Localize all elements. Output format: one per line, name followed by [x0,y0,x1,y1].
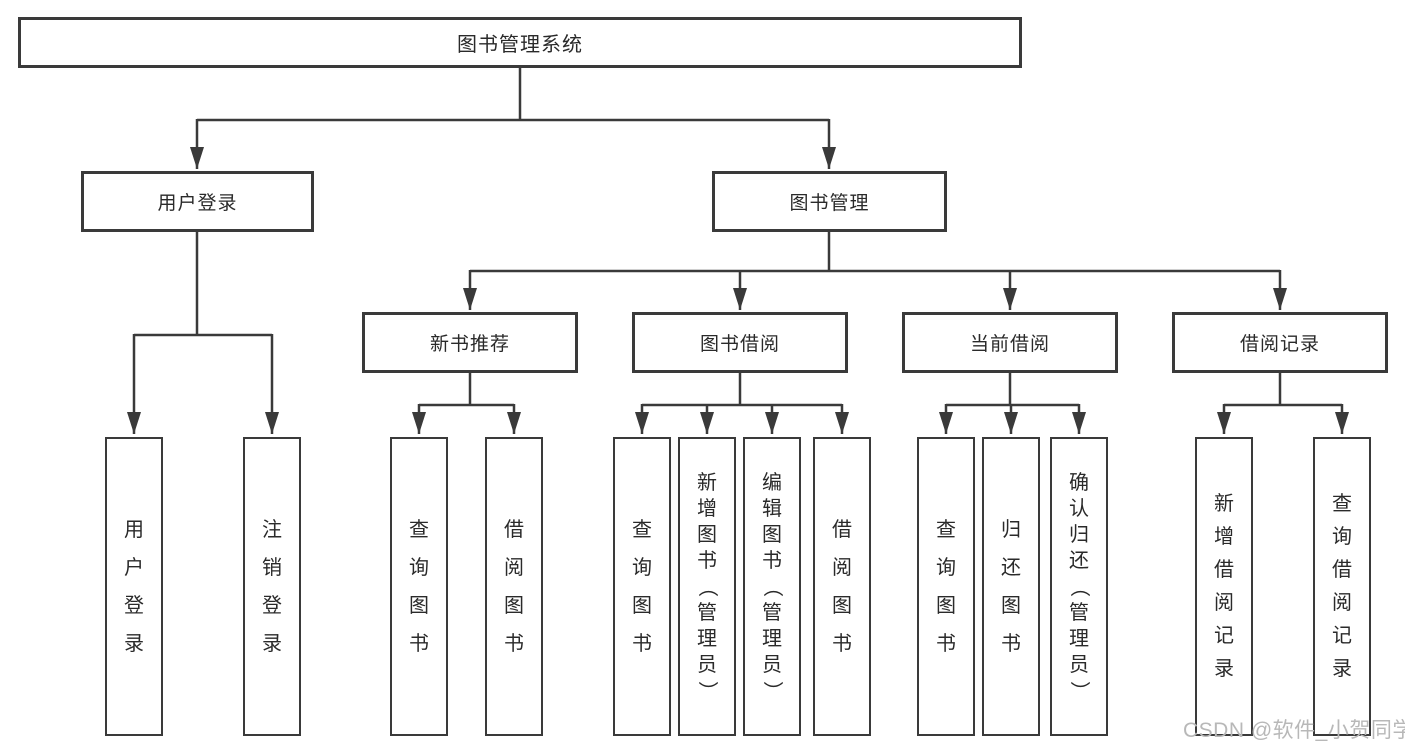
leaf-char: 查 [936,518,956,541]
leaf-char: 查 [409,518,429,541]
leaf-char: 确 [1069,471,1089,494]
leaf-char: 录 [1332,658,1352,680]
leaf-char: 记 [1332,625,1352,647]
leaf-char: 录 [262,632,282,655]
leaf-char: 管 [762,601,782,624]
leaf-char: 新 [697,471,717,494]
leaf-char: 书 [1001,632,1021,655]
leaf-char: 图 [762,523,782,546]
leaf-char: 管 [697,601,717,624]
leaf-confirm-return: 确认归还 （ 管理员 ） [1050,437,1108,736]
leaf-char: 编 [762,471,782,494]
leaf-char: 书 [697,549,717,572]
leaf-char: 理 [1069,627,1089,650]
leaf-query-book-2: 查询图书 [613,437,671,736]
leaf-char: 员 [762,653,782,676]
leaf-char: 图 [832,594,852,617]
leaf-char: 员 [697,653,717,676]
leaf-char: 查 [632,518,652,541]
leaf-char: 图 [697,523,717,546]
leaf-add-book-admin: 新增图书 （ 管理员 ） [678,437,736,736]
leaf-char: 询 [632,556,652,579]
leaf-char: （ [1068,576,1090,597]
leaf-char: 归 [1001,518,1021,541]
node-current-borrow: 当前借阅 [902,312,1118,373]
leaf-char: 查 [1332,493,1352,515]
node-root-system: 图书管理系统 [18,17,1022,68]
leaf-char: 询 [1332,526,1352,548]
leaf-char: 还 [1001,556,1021,579]
leaf-char: 管 [1069,601,1089,624]
leaf-char: 书 [936,632,956,655]
leaf-borrow-book-2: 借阅图书 [813,437,871,736]
leaf-char: 图 [936,594,956,617]
leaf-query-book-1: 查询图书 [390,437,448,736]
node-book-borrow: 图书借阅 [632,312,848,373]
leaf-char: 员 [1069,653,1089,676]
leaf-char: （ [696,576,718,597]
leaf-char: 询 [936,556,956,579]
leaf-char: 图 [409,594,429,617]
leaf-char: 询 [409,556,429,579]
leaf-char: 录 [1214,658,1234,680]
leaf-char: 阅 [504,556,524,579]
leaf-char: 理 [697,627,717,650]
leaf-char: 新 [1214,493,1234,515]
leaf-edit-book-admin: 编辑图书 （ 管理员 ） [743,437,801,736]
leaf-char: 借 [1332,559,1352,581]
leaf-char: 理 [762,627,782,650]
leaf-char: 书 [762,549,782,572]
leaf-user-login: 用户登录 [105,437,163,736]
csdn-watermark: CSDN @软件_小贺同学 [1183,719,1405,742]
leaf-char: 图 [504,594,524,617]
leaf-char: 注 [262,518,282,541]
leaf-char: （ [761,576,783,597]
leaf-char: 书 [832,632,852,655]
leaf-query-borrow-record: 查询借阅记录 [1313,437,1371,736]
leaf-char: 还 [1069,549,1089,572]
leaf-char: 借 [832,518,852,541]
leaf-char: 增 [1214,526,1234,548]
node-book-manage: 图书管理 [712,171,947,232]
leaf-char: 阅 [832,556,852,579]
node-borrow-records: 借阅记录 [1172,312,1388,373]
leaf-add-borrow-record: 新增借阅记录 [1195,437,1253,736]
leaf-char: 录 [124,632,144,655]
leaf-char: 登 [124,594,144,617]
leaf-char: 户 [124,556,144,579]
leaf-char: 登 [262,594,282,617]
leaf-char: 图 [1001,594,1021,617]
node-user-login: 用户登录 [81,171,314,232]
leaf-char: 用 [124,518,144,541]
leaf-char: 辑 [762,497,782,520]
leaf-borrow-book-1: 借阅图书 [485,437,543,736]
leaf-char: 借 [1214,559,1234,581]
leaf-char: 书 [632,632,652,655]
leaf-logout: 注销登录 [243,437,301,736]
leaf-char: 认 [1069,497,1089,520]
leaf-char: 书 [409,632,429,655]
leaf-char: 阅 [1214,592,1234,614]
leaf-char: 归 [1069,523,1089,546]
leaf-char: 增 [697,497,717,520]
leaf-char: 图 [632,594,652,617]
leaf-char: 书 [504,632,524,655]
leaf-query-book-3: 查询图书 [917,437,975,736]
leaf-char: ） [761,680,783,701]
leaf-char: ） [1068,680,1090,701]
leaf-char: 借 [504,518,524,541]
leaf-char: 记 [1214,625,1234,647]
leaf-char: 阅 [1332,592,1352,614]
node-new-book-recommend: 新书推荐 [362,312,578,373]
leaf-char: 销 [262,556,282,579]
leaf-char: ） [696,680,718,701]
leaf-return-book: 归还图书 [982,437,1040,736]
